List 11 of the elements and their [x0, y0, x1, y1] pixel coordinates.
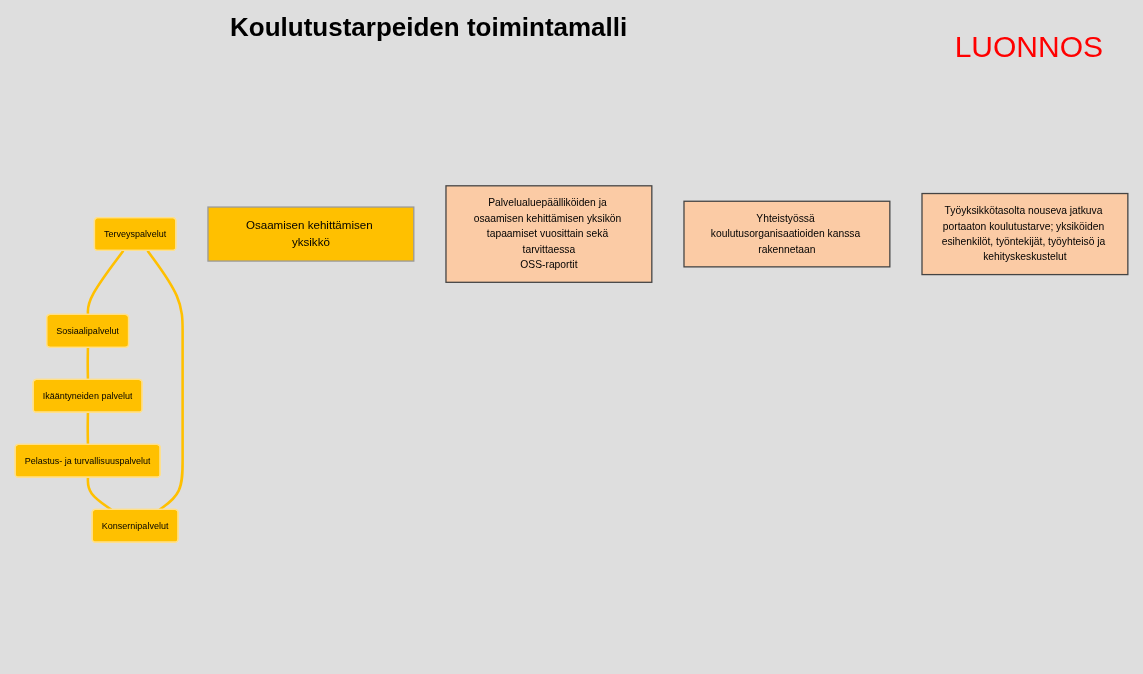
node-box: Palvelualuepäälliköiden ja osaamisen kehittämisen yksikön tapaamiset vuosittain sekä tarvittaessa OSS-raportit — [445, 185, 653, 283]
node-box: Työyksikkötasolta nouseva jatkuva portaaton koulutustarve; yksiköiden esihenkilöt, työntekijät, työyhteisö ja kehityskeskustelut — [921, 192, 1129, 276]
connector — [86, 347, 90, 380]
connector — [86, 477, 113, 511]
connector — [86, 250, 125, 315]
node-box: Osaamisen kehittämisen yksikkö — [207, 206, 415, 262]
connector — [86, 412, 90, 445]
draft-label: LUONNOS — [954, 30, 1103, 64]
connector — [146, 250, 184, 511]
diagram-title: Koulutustarpeiden toimintamalli — [230, 12, 628, 43]
node-box: Yhteistyössä koulutusorganisaatioiden kanssa rakennetaan — [683, 200, 891, 268]
